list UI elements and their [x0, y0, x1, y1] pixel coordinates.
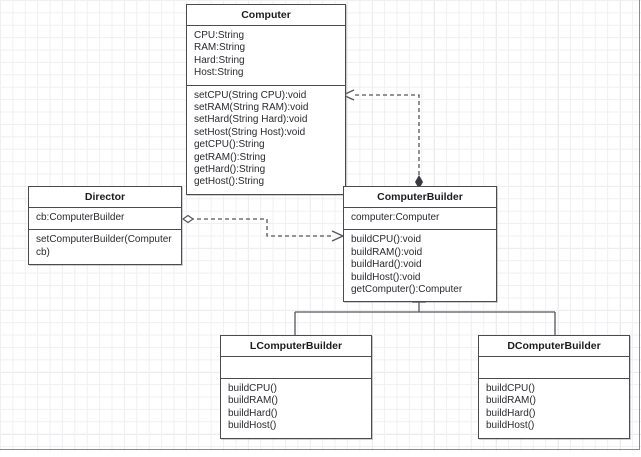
attribute-row: computer:Computer [351, 212, 440, 223]
operation-row: buildHost():void [351, 271, 421, 283]
class-attributes-dcomputerbuilder [479, 357, 629, 379]
attribute-row: Hard:String [194, 54, 245, 66]
operation-row: buildCPU():void [351, 234, 422, 246]
operation-row: setRAM(String RAM):void [194, 102, 309, 114]
class-title-director: Director [29, 187, 181, 208]
operation-row: buildRAM() [228, 395, 279, 407]
attribute-row: CPU:String [194, 30, 245, 41]
class-title-dcomputerbuilder: DComputerBuilder [479, 336, 629, 357]
operation-row: buildHost() [486, 420, 535, 432]
class-box-computer[interactable]: Computer CPU:String RAM:String Hard:Stri… [186, 4, 346, 195]
operation-row: getComputer():Computer [351, 284, 463, 296]
operation-row: buildHost() [228, 420, 277, 432]
class-title-lcomputerbuilder: LComputerBuilder [221, 336, 371, 357]
class-box-computerbuilder[interactable]: ComputerBuilder computer:Computer buildC… [343, 186, 497, 303]
operation-row: getHost():String [194, 176, 265, 188]
connector-director-uses-builder [181, 214, 344, 242]
class-box-director[interactable]: Director cb:ComputerBuilder setComputerB… [28, 186, 182, 266]
operation-row: setCPU(String CPU):void [194, 89, 307, 101]
class-operations-director: setComputerBuilder(Computer cb) [29, 230, 181, 264]
class-operations-computerbuilder: buildCPU():void buildRAM():void buildHar… [344, 230, 496, 301]
class-box-lcomputerbuilder[interactable]: LComputerBuilder buildCPU() buildRAM() b… [220, 335, 372, 439]
connector-builder-creates-computer [342, 89, 423, 189]
operation-row: getRAM():String [194, 151, 266, 163]
attribute-row: RAM:String [194, 42, 246, 54]
class-title-computerbuilder: ComputerBuilder [344, 187, 496, 208]
attribute-row: Host:String [194, 67, 244, 79]
class-attributes-computerbuilder: computer:Computer [344, 208, 496, 231]
attribute-row: cb:ComputerBuilder [36, 212, 125, 223]
operation-row: setComputerBuilder(Computer cb) [36, 234, 175, 258]
operation-row: setHard(String Hard):void [194, 114, 308, 126]
class-operations-dcomputerbuilder: buildCPU() buildRAM() buildHard() buildH… [479, 379, 629, 438]
operation-row: getCPU():String [194, 139, 265, 151]
operation-row: setHost(String Host):void [194, 126, 306, 138]
class-box-dcomputerbuilder[interactable]: DComputerBuilder buildCPU() buildRAM() b… [478, 335, 630, 439]
operation-row: buildHard() [486, 407, 536, 419]
class-attributes-computer: CPU:String RAM:String Hard:String Host:S… [187, 26, 345, 86]
page-outside-area [0, 451, 641, 457]
operation-row: buildRAM() [486, 395, 537, 407]
operation-row: buildHard():void [351, 259, 422, 271]
class-title-computer: Computer [187, 5, 345, 26]
operation-row: buildHard() [228, 407, 278, 419]
class-attributes-lcomputerbuilder [221, 357, 371, 379]
operation-row: getHard():String [194, 164, 266, 176]
operation-row: buildCPU() [486, 383, 535, 394]
operation-row: buildRAM():void [351, 246, 423, 258]
class-operations-computer: setCPU(String CPU):void setRAM(String RA… [187, 86, 345, 194]
operation-row: buildCPU() [228, 383, 277, 394]
class-operations-lcomputerbuilder: buildCPU() buildRAM() buildHard() buildH… [221, 379, 371, 438]
class-attributes-director: cb:ComputerBuilder [29, 208, 181, 231]
